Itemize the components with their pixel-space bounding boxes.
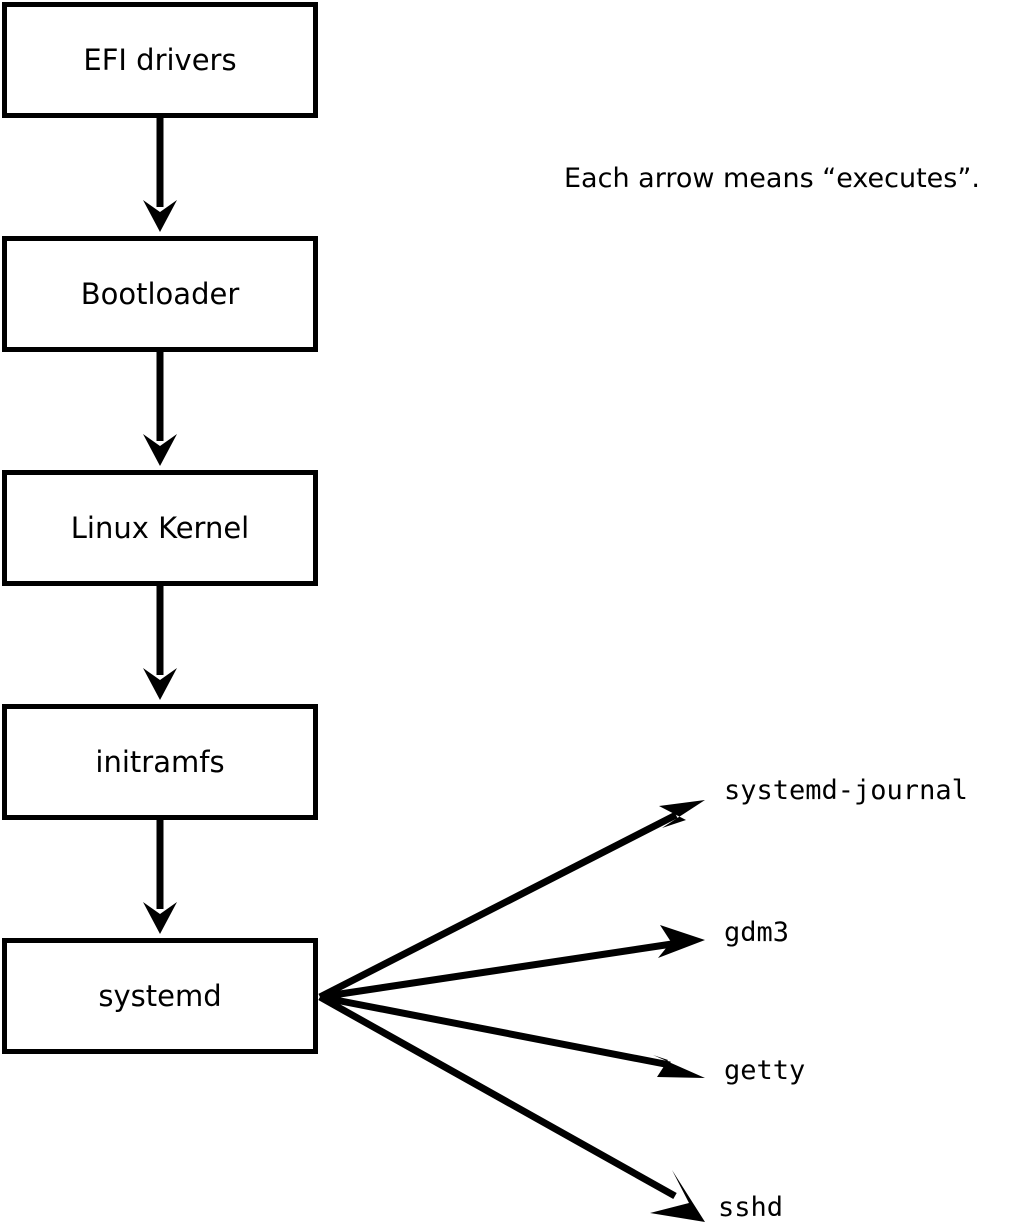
stage-arrow-kernel-to-initramfs <box>143 586 177 700</box>
service-arrow-sshd <box>318 993 705 1222</box>
service-label-sshd: sshd <box>718 1192 784 1223</box>
stage-box-initramfs[interactable]: initramfs <box>2 704 318 820</box>
service-arrow-gdm3 <box>319 925 705 1001</box>
diagram-caption: Each arrow means “executes”. <box>564 163 980 194</box>
stage-box-efi-drivers[interactable]: EFI drivers <box>2 2 318 118</box>
service-label-systemd-journal: systemd-journal <box>724 775 968 806</box>
stage-label-efi-drivers: EFI drivers <box>83 42 237 77</box>
stage-arrow-initramfs-to-systemd <box>143 820 177 934</box>
service-arrow-getty <box>319 993 705 1078</box>
service-label-gdm3: gdm3 <box>724 917 790 948</box>
service-label-getty: getty <box>724 1055 806 1086</box>
stage-label-bootloader: Bootloader <box>80 276 240 311</box>
stage-box-linux-kernel[interactable]: Linux Kernel <box>2 470 318 586</box>
stage-box-systemd[interactable]: systemd <box>2 938 318 1054</box>
stage-arrow-bootloader-to-kernel <box>143 352 177 466</box>
service-arrow-systemd-journal <box>318 800 705 1001</box>
stage-label-systemd: systemd <box>98 978 222 1013</box>
stage-label-linux-kernel: Linux Kernel <box>70 510 250 545</box>
stage-arrow-efi-to-bootloader <box>143 118 177 232</box>
stage-label-initramfs: initramfs <box>95 744 225 779</box>
stage-box-bootloader[interactable]: Bootloader <box>2 236 318 352</box>
